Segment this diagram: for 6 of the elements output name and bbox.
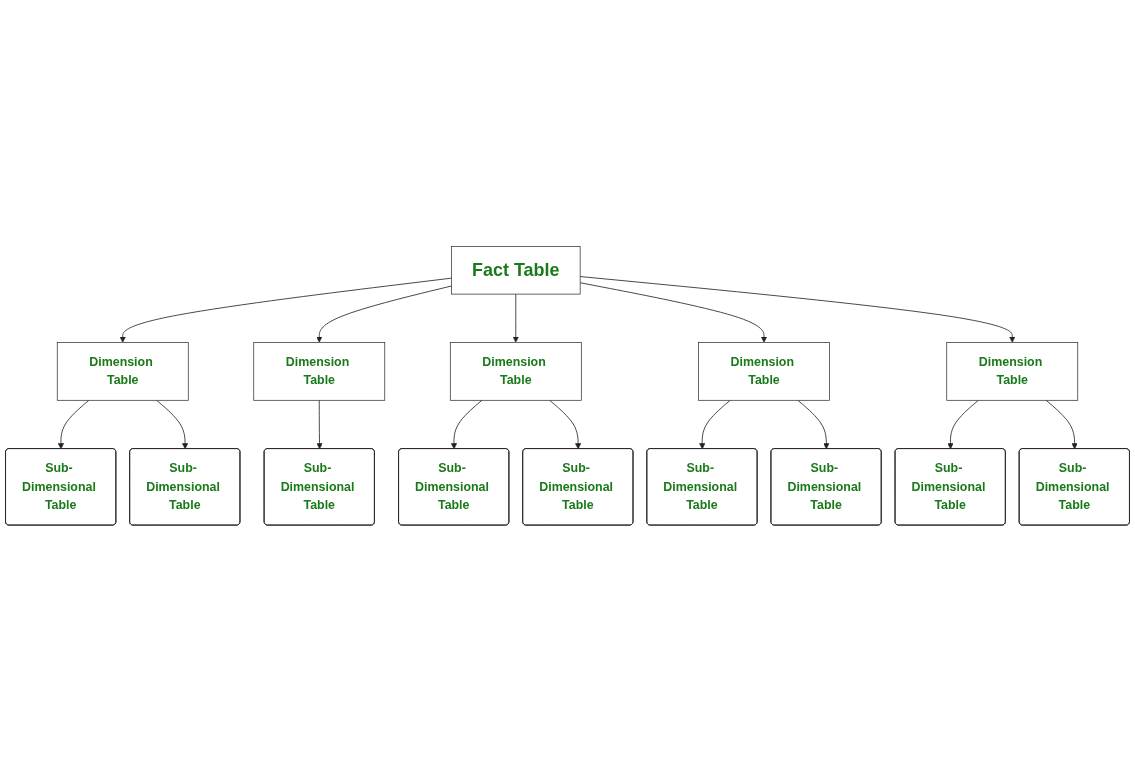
node-box: Dimension Table <box>56 341 189 401</box>
node-box: Fact Table <box>451 245 581 295</box>
node-box: Dimension Table <box>698 341 830 401</box>
node-box: Dimension Table <box>946 341 1079 401</box>
node-box: Dimension Table <box>449 341 582 401</box>
node-box: Dimension Table <box>253 341 386 401</box>
